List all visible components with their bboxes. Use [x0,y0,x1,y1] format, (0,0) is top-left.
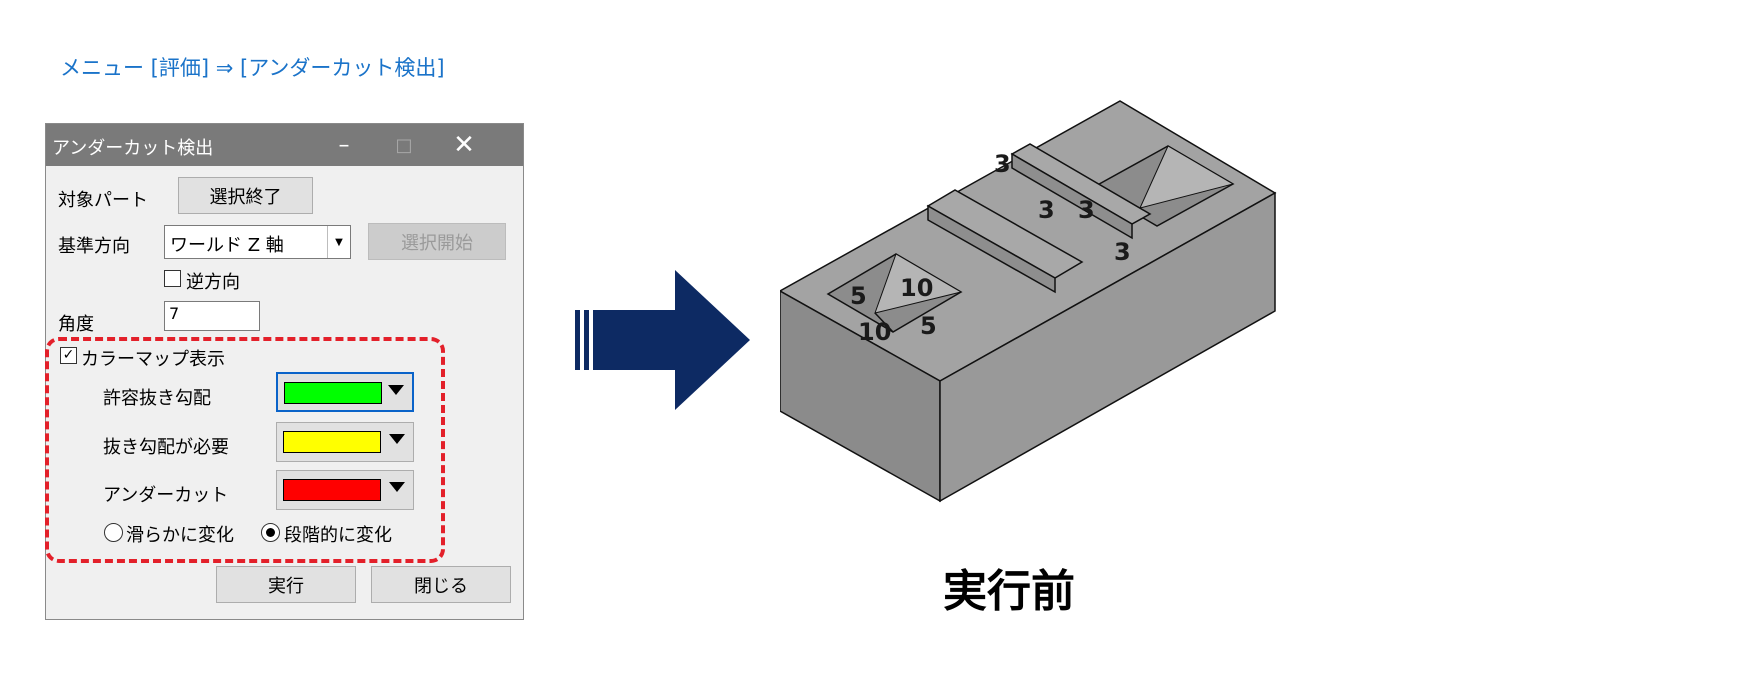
colormap-label: カラーマップ表示 [81,349,225,370]
angle-label: 角度 [58,314,94,335]
color-swatch-green [284,382,382,404]
radio-smooth[interactable] [104,523,123,542]
target-part-label: 対象パート [58,190,148,211]
model-3d-view: 3 3 3 3 10 5 10 5 [780,100,1277,503]
model-side-face [939,191,1276,503]
figure-caption: 実行前 [943,566,1075,617]
dropdown-arrow-icon [389,434,405,444]
dim-label: 10 [900,274,933,302]
close-button[interactable]: 閉じる [371,566,511,603]
radio-smooth-label: 滑らかに変化 [126,525,234,546]
radio-step[interactable] [261,523,280,542]
close-window-button[interactable]: ✕ [453,130,475,160]
breadcrumb: メニュー [評価] ⇒ [アンダーカット検出] [60,56,445,80]
reverse-checkbox[interactable] [164,270,181,287]
run-button[interactable]: 実行 [216,566,356,603]
angle-value: 7 [169,304,180,323]
radio-step-label: 段階的に変化 [284,525,392,546]
colormap-checkbox[interactable]: ✓ [60,347,77,364]
chevron-down-icon: ▼ [327,226,350,258]
dialog-titlebar: アンダーカット検出 – □ ✕ [46,124,523,166]
right-arrow-icon [575,270,750,410]
dim-label: 5 [920,312,937,340]
radio-selected-dot [266,528,275,537]
ref-direction-value: ワールド Z 軸 [170,235,284,256]
minimize-button[interactable]: – [338,132,350,158]
color-label-allowed: 許容抜き勾配 [103,388,211,409]
dim-label: 3 [1114,238,1131,266]
color-select-undercut[interactable] [276,470,414,510]
dialog-title: アンダーカット検出 [52,138,214,159]
dim-label: 3 [1078,196,1095,224]
dim-label: 3 [994,150,1011,178]
color-label-draft-needed: 抜き勾配が必要 [103,437,229,458]
color-label-undercut: アンダーカット [103,485,229,506]
dropdown-arrow-icon [388,385,404,395]
dim-label: 5 [850,282,867,310]
dim-label: 10 [858,318,891,346]
color-select-draft-needed[interactable] [276,422,414,462]
ref-direction-select[interactable]: ワールド Z 軸 ▼ [164,225,351,259]
ref-direction-label: 基準方向 [58,236,130,257]
dim-label: 3 [1038,196,1055,224]
select-end-button[interactable]: 選択終了 [178,177,313,214]
select-start-button[interactable]: 選択開始 [368,223,506,260]
dropdown-arrow-icon [389,482,405,492]
reverse-label: 逆方向 [186,272,240,293]
maximize-button[interactable]: □ [395,134,413,156]
color-select-allowed[interactable] [276,372,414,412]
color-swatch-red [283,479,381,501]
color-swatch-yellow [283,431,381,453]
colormap-highlight [45,337,445,563]
angle-input[interactable]: 7 [164,301,260,331]
